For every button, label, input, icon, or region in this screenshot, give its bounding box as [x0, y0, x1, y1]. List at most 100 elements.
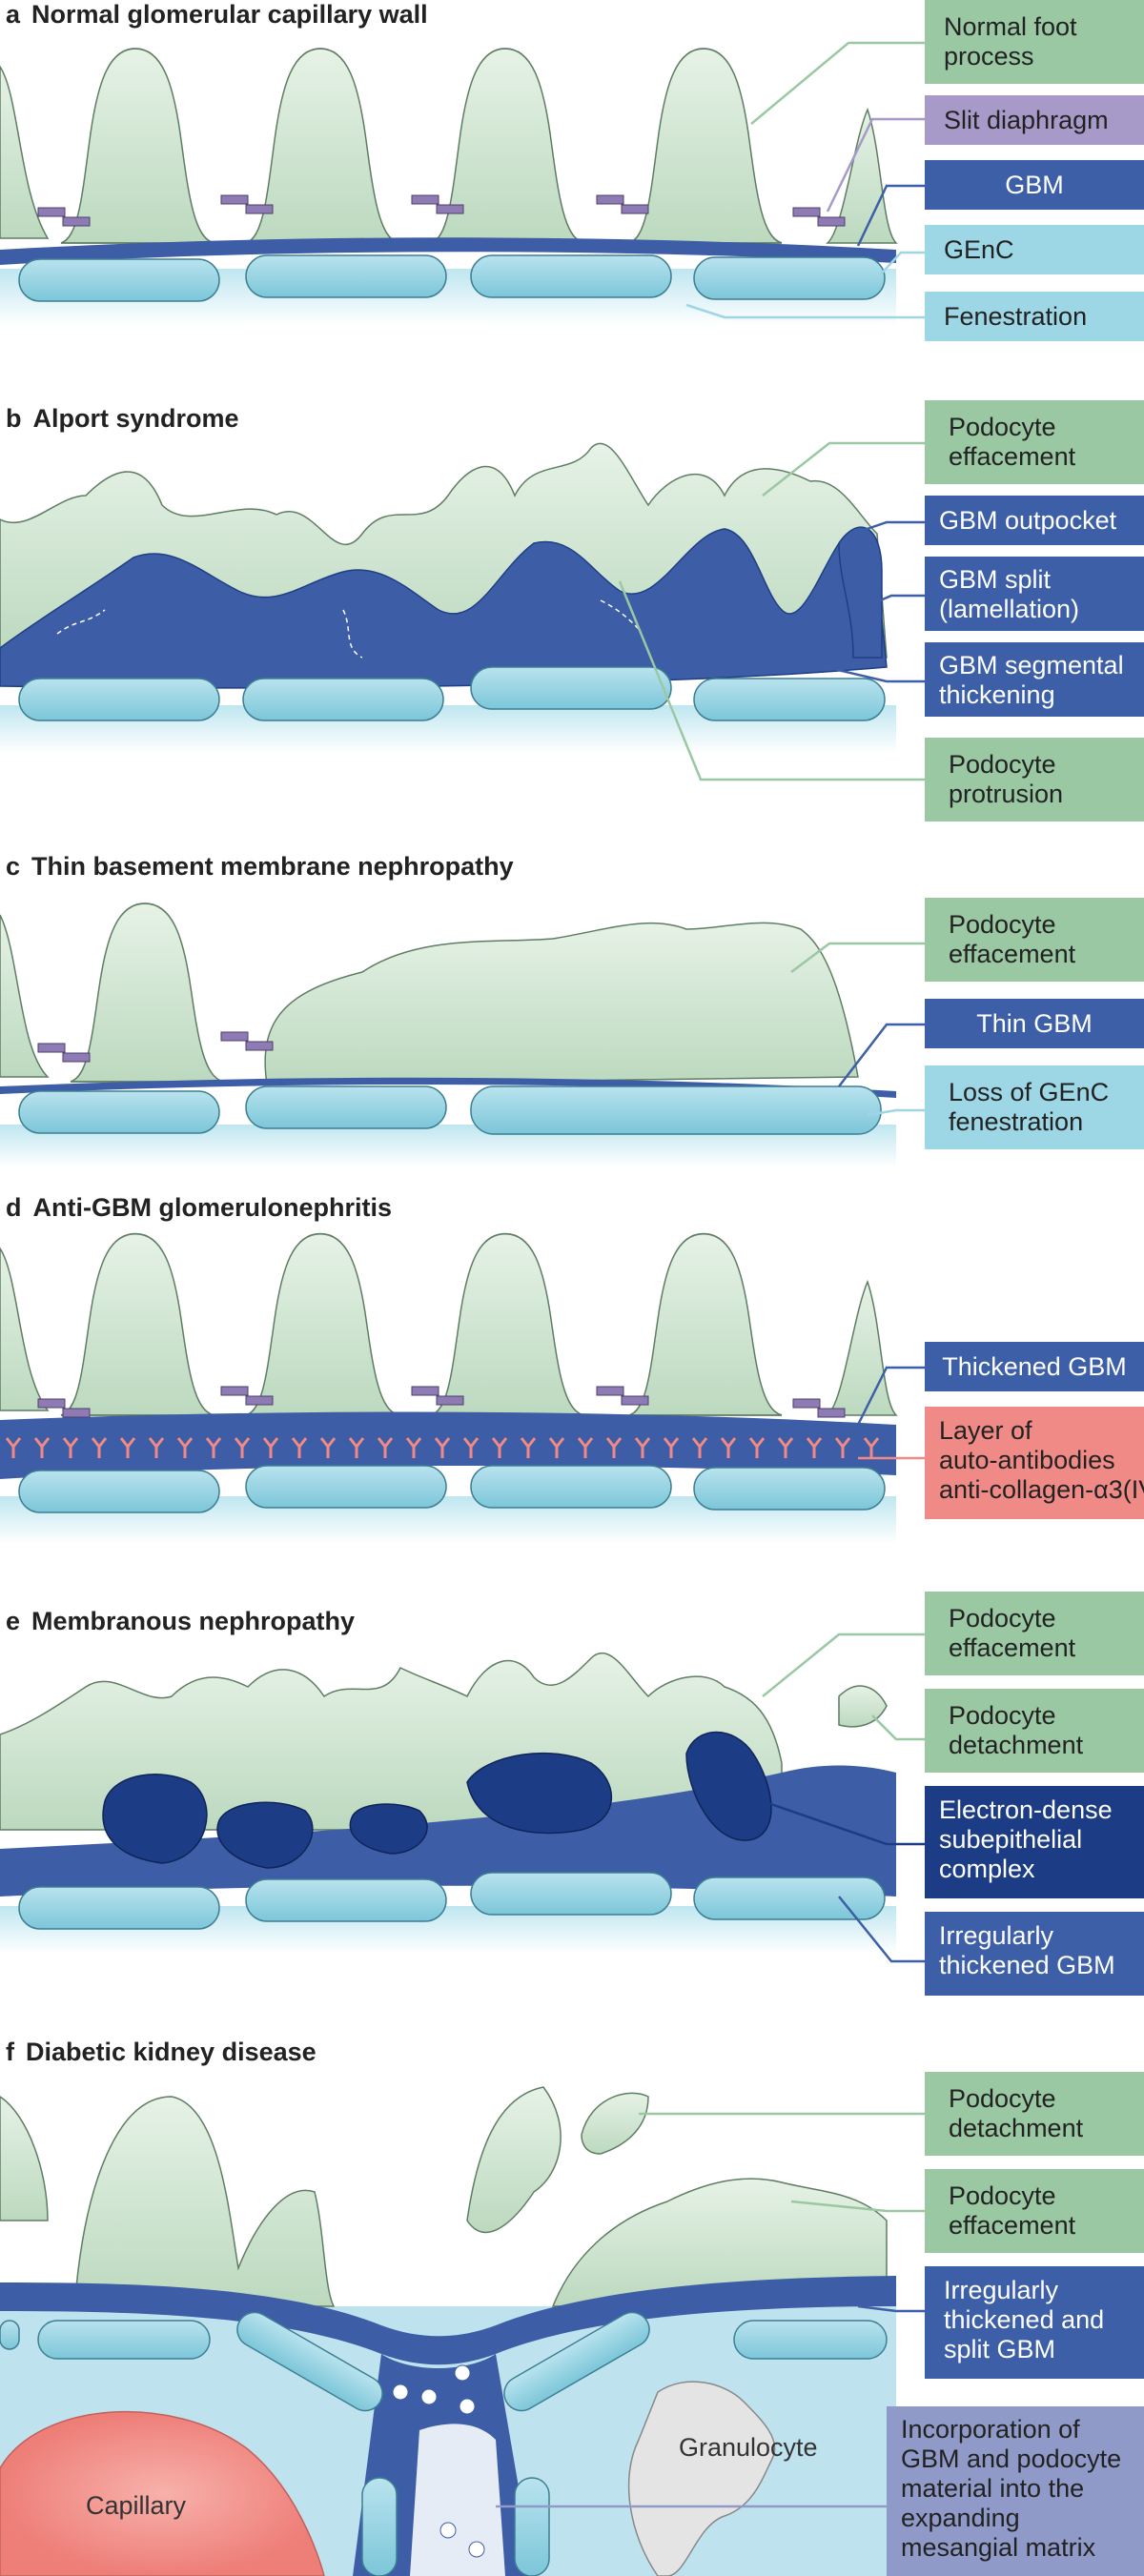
genc-cells	[18, 1085, 882, 1135]
autoantibody-glyph	[33, 1437, 51, 1458]
autoantibody-glyph	[434, 1437, 451, 1458]
panel-e-letter: e	[6, 1607, 20, 1635]
podocyte-material-vesicles	[392, 2364, 485, 2558]
autoantibody-glyph	[205, 1437, 222, 1458]
panel-a-title: a Normal glomerular capillary wall	[6, 0, 428, 29]
autoantibody-glyph	[119, 1437, 136, 1458]
label-gbm-split: GBM split(lamellation)	[939, 565, 1079, 623]
detached-podocyte	[838, 1685, 888, 1728]
panel-d-leaders	[856, 1366, 925, 1460]
panel-c-title-text: Thin basement membrane nephropathy	[31, 852, 514, 881]
label-fenestration: Fenestration	[944, 302, 1087, 331]
panel-e-title-text: Membranous nephropathy	[31, 1607, 355, 1635]
irregular-gbm	[0, 1765, 896, 1897]
panel-c-letter: c	[6, 852, 20, 881]
autoantibody-glyph	[605, 1437, 623, 1458]
slit-diaphragms	[37, 1386, 846, 1418]
panel-a-leaders	[685, 41, 925, 319]
autoantibody-glyph	[62, 1437, 79, 1458]
autoantibody-glyph	[348, 1437, 365, 1458]
panel-f: f Diabetic kidney disease	[0, 2038, 1144, 2576]
autoantibody-glyph	[491, 1437, 508, 1458]
thin-gbm	[0, 1077, 896, 1098]
autoantibody-glyph	[148, 1437, 165, 1458]
panel-b-letter: b	[6, 404, 22, 433]
autoantibody-glyph	[691, 1437, 708, 1458]
genc-cells	[18, 1872, 886, 1930]
podocytes	[0, 2086, 888, 2307]
panel-f-letter: f	[6, 2038, 15, 2066]
genc-cells	[18, 1465, 886, 1513]
panel-c-title: c Thin basement membrane nephropathy	[6, 852, 514, 881]
normal-foot-processes	[0, 1232, 898, 1416]
autoantibody-glyph	[91, 1437, 108, 1458]
autoantibody-glyph	[377, 1437, 394, 1458]
panel-b-leaders	[618, 441, 925, 781]
panel-f-title-text: Diabetic kidney disease	[26, 2038, 317, 2066]
autoantibody-glyph	[520, 1437, 537, 1458]
autoantibody-glyph	[462, 1437, 480, 1458]
panel-c: c Thin basement membrane nephropathy Podo…	[0, 852, 1144, 1167]
autoantibody-glyph	[577, 1437, 594, 1458]
mesangial-matrix	[410, 2424, 505, 2576]
autoantibody-glyph	[176, 1437, 194, 1458]
label-gbm-outpocket: GBM outpocket	[939, 506, 1117, 535]
gbm-layer	[0, 237, 896, 265]
autoantibody-glyph	[405, 1437, 422, 1458]
autoantibody-glyph	[834, 1437, 851, 1458]
panel-e-leaders	[762, 1633, 925, 1963]
autoantibody-glyph	[720, 1437, 737, 1458]
autoantibody-glyph	[663, 1437, 680, 1458]
autoantibody-glyph	[548, 1437, 565, 1458]
autoantibody-glyph	[634, 1437, 651, 1458]
normal-foot-processes	[0, 48, 898, 244]
granulocyte-label: Granulocyte	[679, 2433, 818, 2462]
autoantibody-glyph	[748, 1437, 766, 1458]
autoantibody-glyph	[806, 1437, 823, 1458]
label-gbm: GBM	[1005, 171, 1064, 199]
autoantibody-glyph	[319, 1437, 337, 1458]
panel-e-title: e Membranous nephropathy	[6, 1607, 355, 1635]
panel-a-title-text: Normal glomerular capillary wall	[31, 0, 428, 29]
autoantibody-glyph	[777, 1437, 794, 1458]
panel-a-letter: a	[6, 0, 21, 29]
capillary	[0, 2410, 325, 2576]
panel-f-title: f Diabetic kidney disease	[6, 2038, 317, 2066]
autoantibody-glyph	[291, 1437, 308, 1458]
granulocyte	[627, 2381, 776, 2576]
thickened-gbm	[0, 528, 888, 689]
genc-cells	[0, 2311, 888, 2576]
panel-c-leaders	[790, 942, 925, 1117]
panel-d-title: d Anti-GBM glomerulonephritis	[6, 1193, 392, 1222]
label-genc: GEnC	[944, 235, 1014, 264]
label-slit-diaphragm: Slit diaphragm	[944, 106, 1109, 134]
panel-d-letter: d	[6, 1193, 22, 1222]
autoantibody-layer	[5, 1437, 880, 1458]
capillary-label: Capillary	[86, 2491, 187, 2520]
panel-d-title-text: Anti-GBM glomerulonephritis	[33, 1193, 392, 1222]
irregular-split-gbm	[0, 2276, 896, 2365]
gbm-outpocket	[838, 526, 883, 659]
gbm-splits	[56, 599, 640, 659]
autoantibody-glyph	[5, 1437, 22, 1458]
